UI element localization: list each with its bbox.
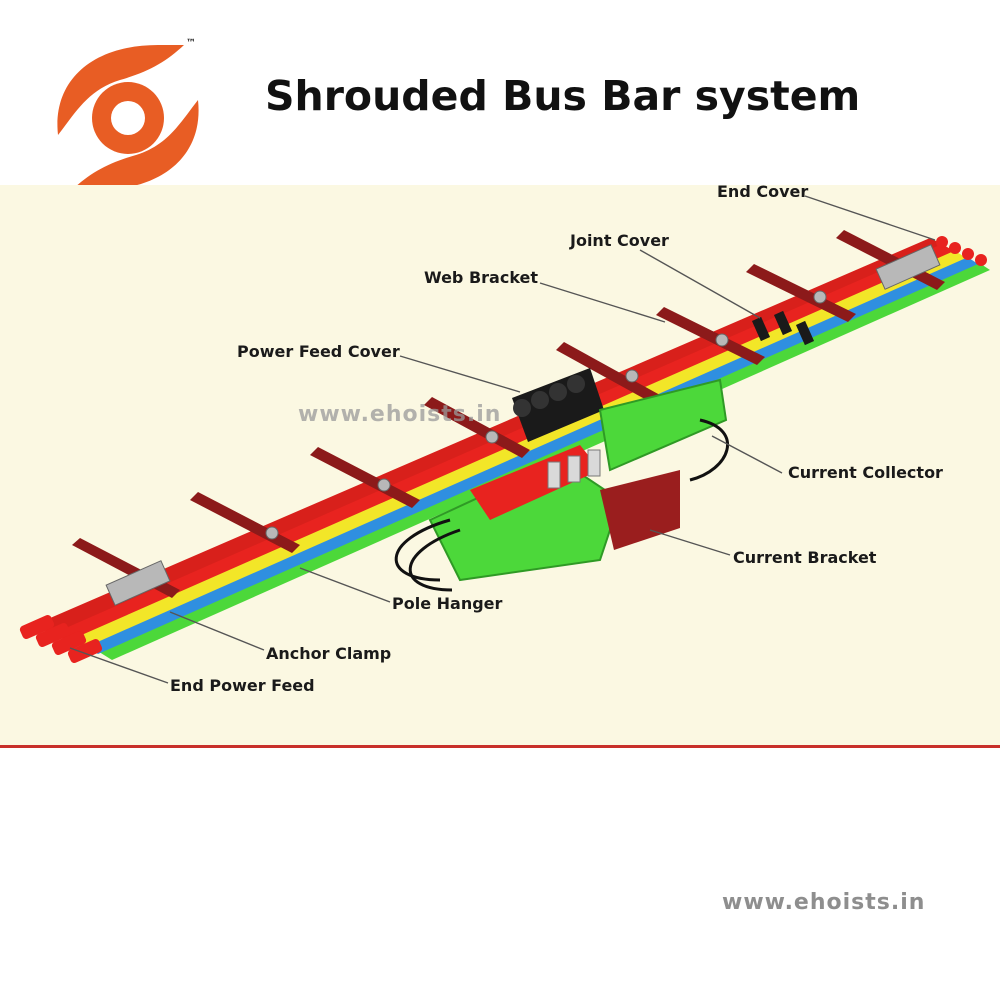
company-logo xyxy=(57,45,199,190)
logo-swirl-top xyxy=(57,45,185,135)
feed-cap xyxy=(67,638,103,664)
collector-shoe xyxy=(547,461,561,489)
end-cap xyxy=(962,248,974,260)
label-pole-hanger: Pole Hanger xyxy=(392,594,503,613)
end-cap xyxy=(949,242,961,254)
label-current-collector: Current Collector xyxy=(788,463,943,482)
feed-cable-port xyxy=(531,391,549,409)
anchor-clamp xyxy=(875,244,941,290)
joint-cover xyxy=(795,320,815,346)
trademark-symbol: ™ xyxy=(186,38,196,49)
web-bracket xyxy=(310,447,420,508)
end-cap xyxy=(936,236,948,248)
label-end-cover: End Cover xyxy=(717,182,809,201)
logo-ring-hole xyxy=(111,101,145,135)
end-power-feed xyxy=(19,614,103,664)
pole-hanger-bolt xyxy=(265,526,279,540)
leader-current-bracket xyxy=(649,529,731,556)
feed-cap xyxy=(19,614,55,640)
pole-hanger-bolt xyxy=(813,290,827,304)
anchor-clamp xyxy=(105,560,171,606)
label-web-bracket: Web Bracket xyxy=(424,268,539,287)
leader-power-feed-cover xyxy=(399,355,521,393)
watermark-bottom: www.ehoists.in xyxy=(722,890,926,915)
collector-shoe xyxy=(567,455,581,483)
pole-hanger-bolt xyxy=(377,478,391,492)
clamps xyxy=(105,244,941,606)
leader-anchor-clamp xyxy=(169,611,265,651)
web-bracket xyxy=(656,307,765,365)
label-end-power-feed: End Power Feed xyxy=(170,676,315,695)
feed-cable-port xyxy=(567,375,585,393)
page-title: Shrouded Bus Bar system xyxy=(265,72,861,120)
joint-cover xyxy=(773,310,793,336)
feed-cable-port xyxy=(513,399,531,417)
leader-current-collector xyxy=(711,435,783,474)
label-anchor-clamp: Anchor Clamp xyxy=(266,644,392,663)
collector-cable xyxy=(689,418,730,482)
collector-cable xyxy=(394,518,451,582)
label-joint-cover: Joint Cover xyxy=(570,231,669,250)
logo-swirl-bottom xyxy=(72,100,199,190)
collector-arm xyxy=(598,378,728,472)
pole-hanger-bolt xyxy=(715,333,729,347)
label-power-feed-cover: Power Feed Cover xyxy=(237,342,400,361)
web-bracket xyxy=(424,397,530,458)
feed-cap xyxy=(51,630,87,656)
feed-cable-port xyxy=(549,383,567,401)
label-current-bracket: Current Bracket xyxy=(733,548,877,567)
pole-hanger-bolt xyxy=(485,430,499,444)
pole-hanger-bolt xyxy=(625,369,639,383)
joint-cover xyxy=(751,316,771,342)
end-cover-caps xyxy=(936,236,987,266)
leader-web-bracket xyxy=(539,282,666,323)
leader-end-power-feed xyxy=(69,647,169,684)
collector-cable xyxy=(408,528,461,592)
leader-joint-cover xyxy=(639,249,761,319)
web-bracket xyxy=(746,264,856,322)
power-feed-cover xyxy=(512,368,604,442)
leader-lines xyxy=(69,195,936,684)
joint-covers xyxy=(751,310,815,346)
feed-cap xyxy=(35,622,71,648)
leader-end-cover xyxy=(804,195,936,241)
web-bracket xyxy=(556,342,660,403)
end-cap xyxy=(975,254,987,266)
collector-shoe xyxy=(587,449,601,477)
leader-pole-hanger xyxy=(299,567,391,603)
watermark-mid: www.ehoists.in xyxy=(298,402,502,427)
current-bracket xyxy=(600,470,680,550)
